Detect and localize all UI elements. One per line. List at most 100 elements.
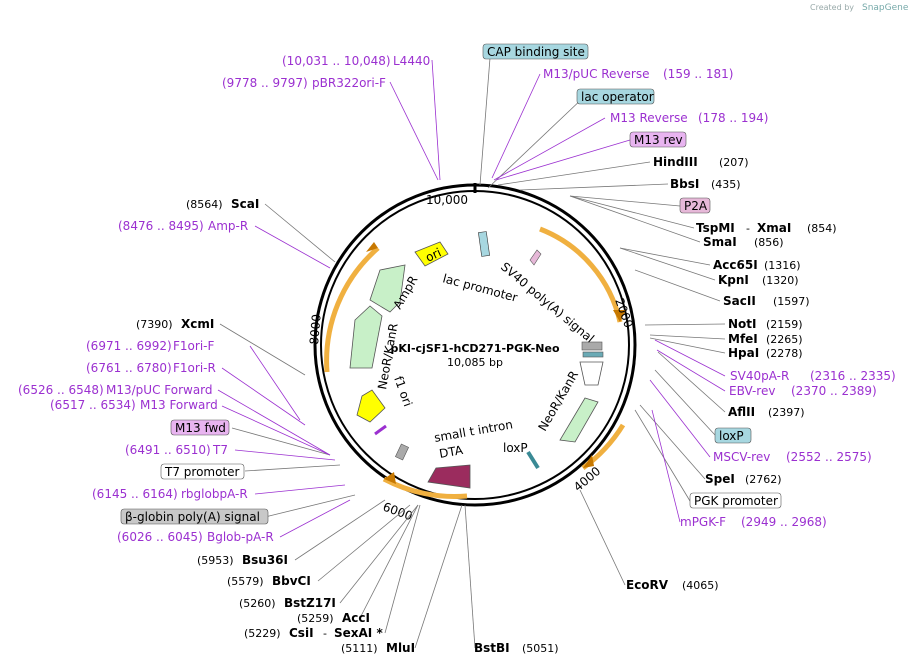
svg-text:(5051): (5051) <box>522 642 559 655</box>
svg-text:HpaI: HpaI <box>728 346 759 360</box>
svg-text:NotI: NotI <box>728 317 757 331</box>
ori-label: ori <box>423 245 443 264</box>
svg-text:XmaI: XmaI <box>757 221 791 235</box>
primer-f1ori-r: (6761 .. 6780) F1ori-R <box>86 361 216 375</box>
svg-text:(5953): (5953) <box>197 554 234 567</box>
site-acc65i: Acc65I (1316) <box>713 258 801 272</box>
svg-text:SexAI *: SexAI * <box>334 626 383 640</box>
svg-text:(6971 .. 6992): (6971 .. 6992) <box>86 339 172 353</box>
svg-text:F1ori-F: F1ori-F <box>173 339 214 353</box>
svg-text:(159 .. 181): (159 .. 181) <box>663 67 733 81</box>
lac-promoter-box <box>478 231 490 257</box>
svg-text:AflII: AflII <box>728 405 755 419</box>
svg-text:BstZ17I: BstZ17I <box>284 596 336 610</box>
site-spei: SpeI (2762) <box>705 472 782 486</box>
neo-right-arrow <box>559 397 599 443</box>
svg-text:(2370 .. 2389): (2370 .. 2389) <box>791 384 877 398</box>
promoter-white <box>579 361 604 386</box>
box-t7: T7 promoter <box>160 463 245 480</box>
svg-text:(6145 .. 6164): (6145 .. 6164) <box>92 487 178 501</box>
box-lac-operator: lac operator <box>576 88 655 105</box>
site-bbsi: BbsI (435) <box>670 177 741 191</box>
svg-text:(6491 .. 6510): (6491 .. 6510) <box>125 443 211 457</box>
primer-mpgk-f: mPGK-F (2949 .. 2968) <box>680 515 827 529</box>
site-xcmi: (7390) XcmI <box>136 317 214 331</box>
svg-text:(6517 .. 6534): (6517 .. 6534) <box>50 398 136 412</box>
site-kpni: KpnI (1320) <box>718 273 799 287</box>
f1ori-label: f1 ori <box>391 374 415 408</box>
svg-text:(2762): (2762) <box>745 473 782 486</box>
dta-arrow <box>427 464 471 489</box>
svg-text:(8564): (8564) <box>186 198 223 211</box>
sv40-box <box>581 341 603 351</box>
svg-text:KpnI: KpnI <box>718 273 749 287</box>
primer-l4440: (10,031 .. 10,048) L4440 <box>282 54 430 68</box>
ori-arrow <box>414 241 449 267</box>
svg-text:HindIII: HindIII <box>653 155 698 169</box>
svg-text:P2A: P2A <box>684 199 708 213</box>
svg-text:(2949 .. 2968): (2949 .. 2968) <box>741 515 827 529</box>
svg-text:CsiI: CsiI <box>289 626 314 640</box>
svg-text:pBR322ori-F: pBR322ori-F <box>312 76 386 90</box>
primer-m13-reverse: M13 Reverse (178 .. 194) <box>610 111 768 125</box>
svg-text:M13/pUC Forward: M13/pUC Forward <box>106 383 213 397</box>
tick-8000: 8000 <box>307 314 324 346</box>
primer-bglob-pa-r: (6026 .. 6045) Bglob-pA-R <box>117 530 274 544</box>
bglobin-inner <box>395 443 409 461</box>
svg-text:(2552 .. 2575): (2552 .. 2575) <box>786 450 872 464</box>
svg-text:SacII: SacII <box>723 294 756 308</box>
svg-text:(854): (854) <box>807 222 837 235</box>
svg-text:T7 promoter: T7 promoter <box>164 465 240 479</box>
svg-text:(1320): (1320) <box>762 274 799 287</box>
svg-text:(2316 .. 2335): (2316 .. 2335) <box>810 369 896 383</box>
svg-text:M13 Reverse: M13 Reverse <box>610 111 688 125</box>
primer-rbglobpa-r: (6145 .. 6164) rbglobpA-R <box>92 487 248 501</box>
svg-text:(6526 .. 6548): (6526 .. 6548) <box>18 383 104 397</box>
svg-text:(178 .. 194): (178 .. 194) <box>698 111 768 125</box>
primer-m13puc-forward: (6526 .. 6548) M13/pUC Forward <box>18 383 213 397</box>
site-noti: NotI (2159) <box>728 317 803 331</box>
svg-text:mPGK-F: mPGK-F <box>680 515 726 529</box>
loxp-inner-label: loxP <box>503 441 528 455</box>
small-t-label: small t intron <box>433 417 514 445</box>
neo-left-arrow <box>349 305 383 369</box>
arrowhead-2 <box>583 455 594 468</box>
m13fwd-inner <box>374 424 387 436</box>
box-cap: CAP binding site <box>482 43 589 60</box>
svg-text:(2397): (2397) <box>768 406 805 419</box>
primer-f1ori-f: (6971 .. 6992) F1ori-F <box>86 339 214 353</box>
primer-pbr322ori-f: (9778 .. 9797) pBR322ori-F <box>222 76 386 90</box>
box-loxp: loxP <box>714 427 752 444</box>
plasmid-name: pKI-cjSF1-hCD271-PGK-Neo <box>390 342 559 355</box>
svg-text:(10,031 .. 10,048): (10,031 .. 10,048) <box>282 54 391 68</box>
site-bsu36i: (5953) Bsu36I <box>197 553 288 567</box>
primer-mscv-rev: MSCV-rev (2552 .. 2575) <box>713 450 872 464</box>
primer-m13-forward: (6517 .. 6534) M13 Forward <box>50 398 218 412</box>
svg-text:(1597): (1597) <box>773 295 810 308</box>
svg-text:SV40pA-R: SV40pA-R <box>730 369 789 383</box>
svg-text:L4440: L4440 <box>393 54 430 68</box>
sv40-box-2 <box>582 351 604 358</box>
arrowhead-4 <box>366 242 378 252</box>
svg-text:(9778 .. 9797): (9778 .. 9797) <box>222 76 308 90</box>
svg-text:SpeI: SpeI <box>705 472 735 486</box>
svg-text:(7390): (7390) <box>136 318 173 331</box>
svg-text:β-globin poly(A) signal: β-globin poly(A) signal <box>125 510 260 524</box>
site-acci: (5259) AccI <box>297 611 370 625</box>
box-m13-rev: M13 rev <box>629 131 687 148</box>
site-bstz17i: (5260) BstZ17I <box>239 596 336 610</box>
svg-text:(5111): (5111) <box>341 642 378 655</box>
site-mfei: MfeI (2265) <box>728 332 803 346</box>
svg-text:(5579): (5579) <box>227 575 264 588</box>
svg-text:MfeI: MfeI <box>728 332 758 346</box>
tick-6000: 6000 <box>381 500 414 524</box>
site-hindiii: HindIII (207) <box>653 155 749 169</box>
svg-text:Bglob-pA-R: Bglob-pA-R <box>207 530 274 544</box>
svg-text:(2278): (2278) <box>766 347 803 360</box>
box-bglobin: β-globin poly(A) signal <box>120 508 269 525</box>
svg-text:T7: T7 <box>212 443 228 457</box>
site-mlui: (5111) MluI <box>341 641 415 655</box>
svg-text:(5259): (5259) <box>297 612 334 625</box>
svg-text:(207): (207) <box>719 156 749 169</box>
svg-text:M13 fwd: M13 fwd <box>175 421 226 435</box>
